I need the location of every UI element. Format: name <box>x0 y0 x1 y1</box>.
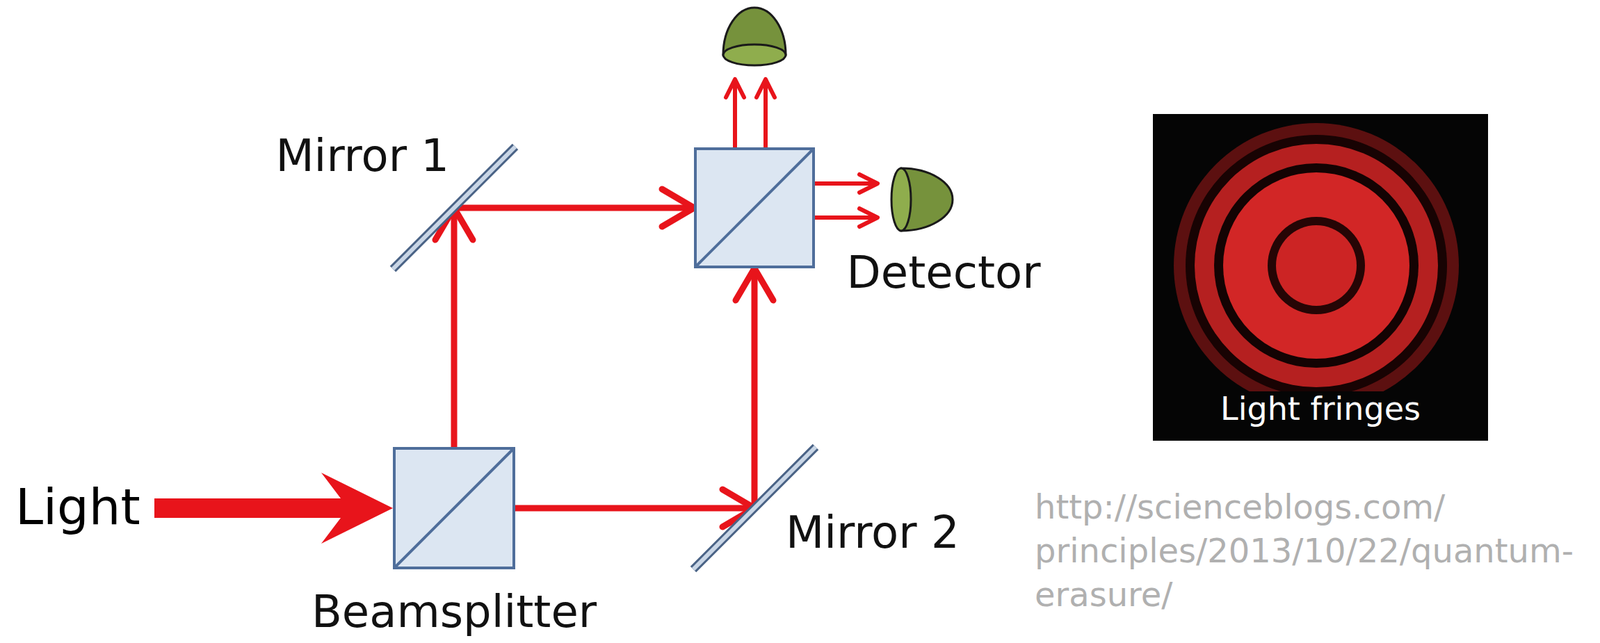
splitter-diagonal <box>695 148 814 268</box>
input-beam-arrow <box>154 472 393 544</box>
detector-node: Detector <box>885 166 955 233</box>
detector-icon <box>723 7 786 66</box>
detector-opening <box>723 44 786 66</box>
mirror-node: Mirror 2 <box>693 447 816 570</box>
output-arrow <box>814 181 878 186</box>
node-label: Light fringes <box>1214 391 1427 427</box>
node-label: Beamsplitter <box>311 587 597 637</box>
node-label: Mirror 2 <box>785 508 960 557</box>
fringe-ring <box>1223 172 1410 359</box>
beam-arrow <box>515 505 755 512</box>
fringe-ring <box>1173 123 1459 409</box>
output-arrow <box>763 79 768 148</box>
beam-arrow <box>451 207 458 448</box>
mirror-node: Mirror 1 <box>392 146 516 270</box>
cube-face <box>695 148 814 268</box>
detector-opening <box>891 168 911 231</box>
fringe-ring <box>1275 225 1357 306</box>
beamsplitter-node: Beamsplitter <box>392 447 516 570</box>
node-label: Detector <box>846 248 1041 297</box>
output-arrow <box>732 79 738 148</box>
fringe-ring <box>1214 163 1419 368</box>
image-ground <box>1152 114 1489 441</box>
output-arrow <box>814 215 878 220</box>
splitter-diagonal <box>394 448 514 569</box>
beamsplitter-cube <box>695 148 814 268</box>
beamsplitter-shape <box>392 447 516 570</box>
fringe-image-node: Light fringes <box>1152 114 1489 441</box>
fringe-ring <box>1194 143 1438 388</box>
node-label: Mirror 1 <box>275 131 450 181</box>
beam-arrow <box>454 205 694 212</box>
source-label: Light <box>15 479 141 535</box>
fringe-ring <box>1185 134 1448 397</box>
source-url: http://scienceblogs.com/ principles/2013… <box>1034 485 1591 617</box>
detector-shape <box>885 166 955 233</box>
fringe-ring <box>1267 216 1365 315</box>
beam-arrow <box>751 268 758 509</box>
cube-face <box>394 448 514 569</box>
